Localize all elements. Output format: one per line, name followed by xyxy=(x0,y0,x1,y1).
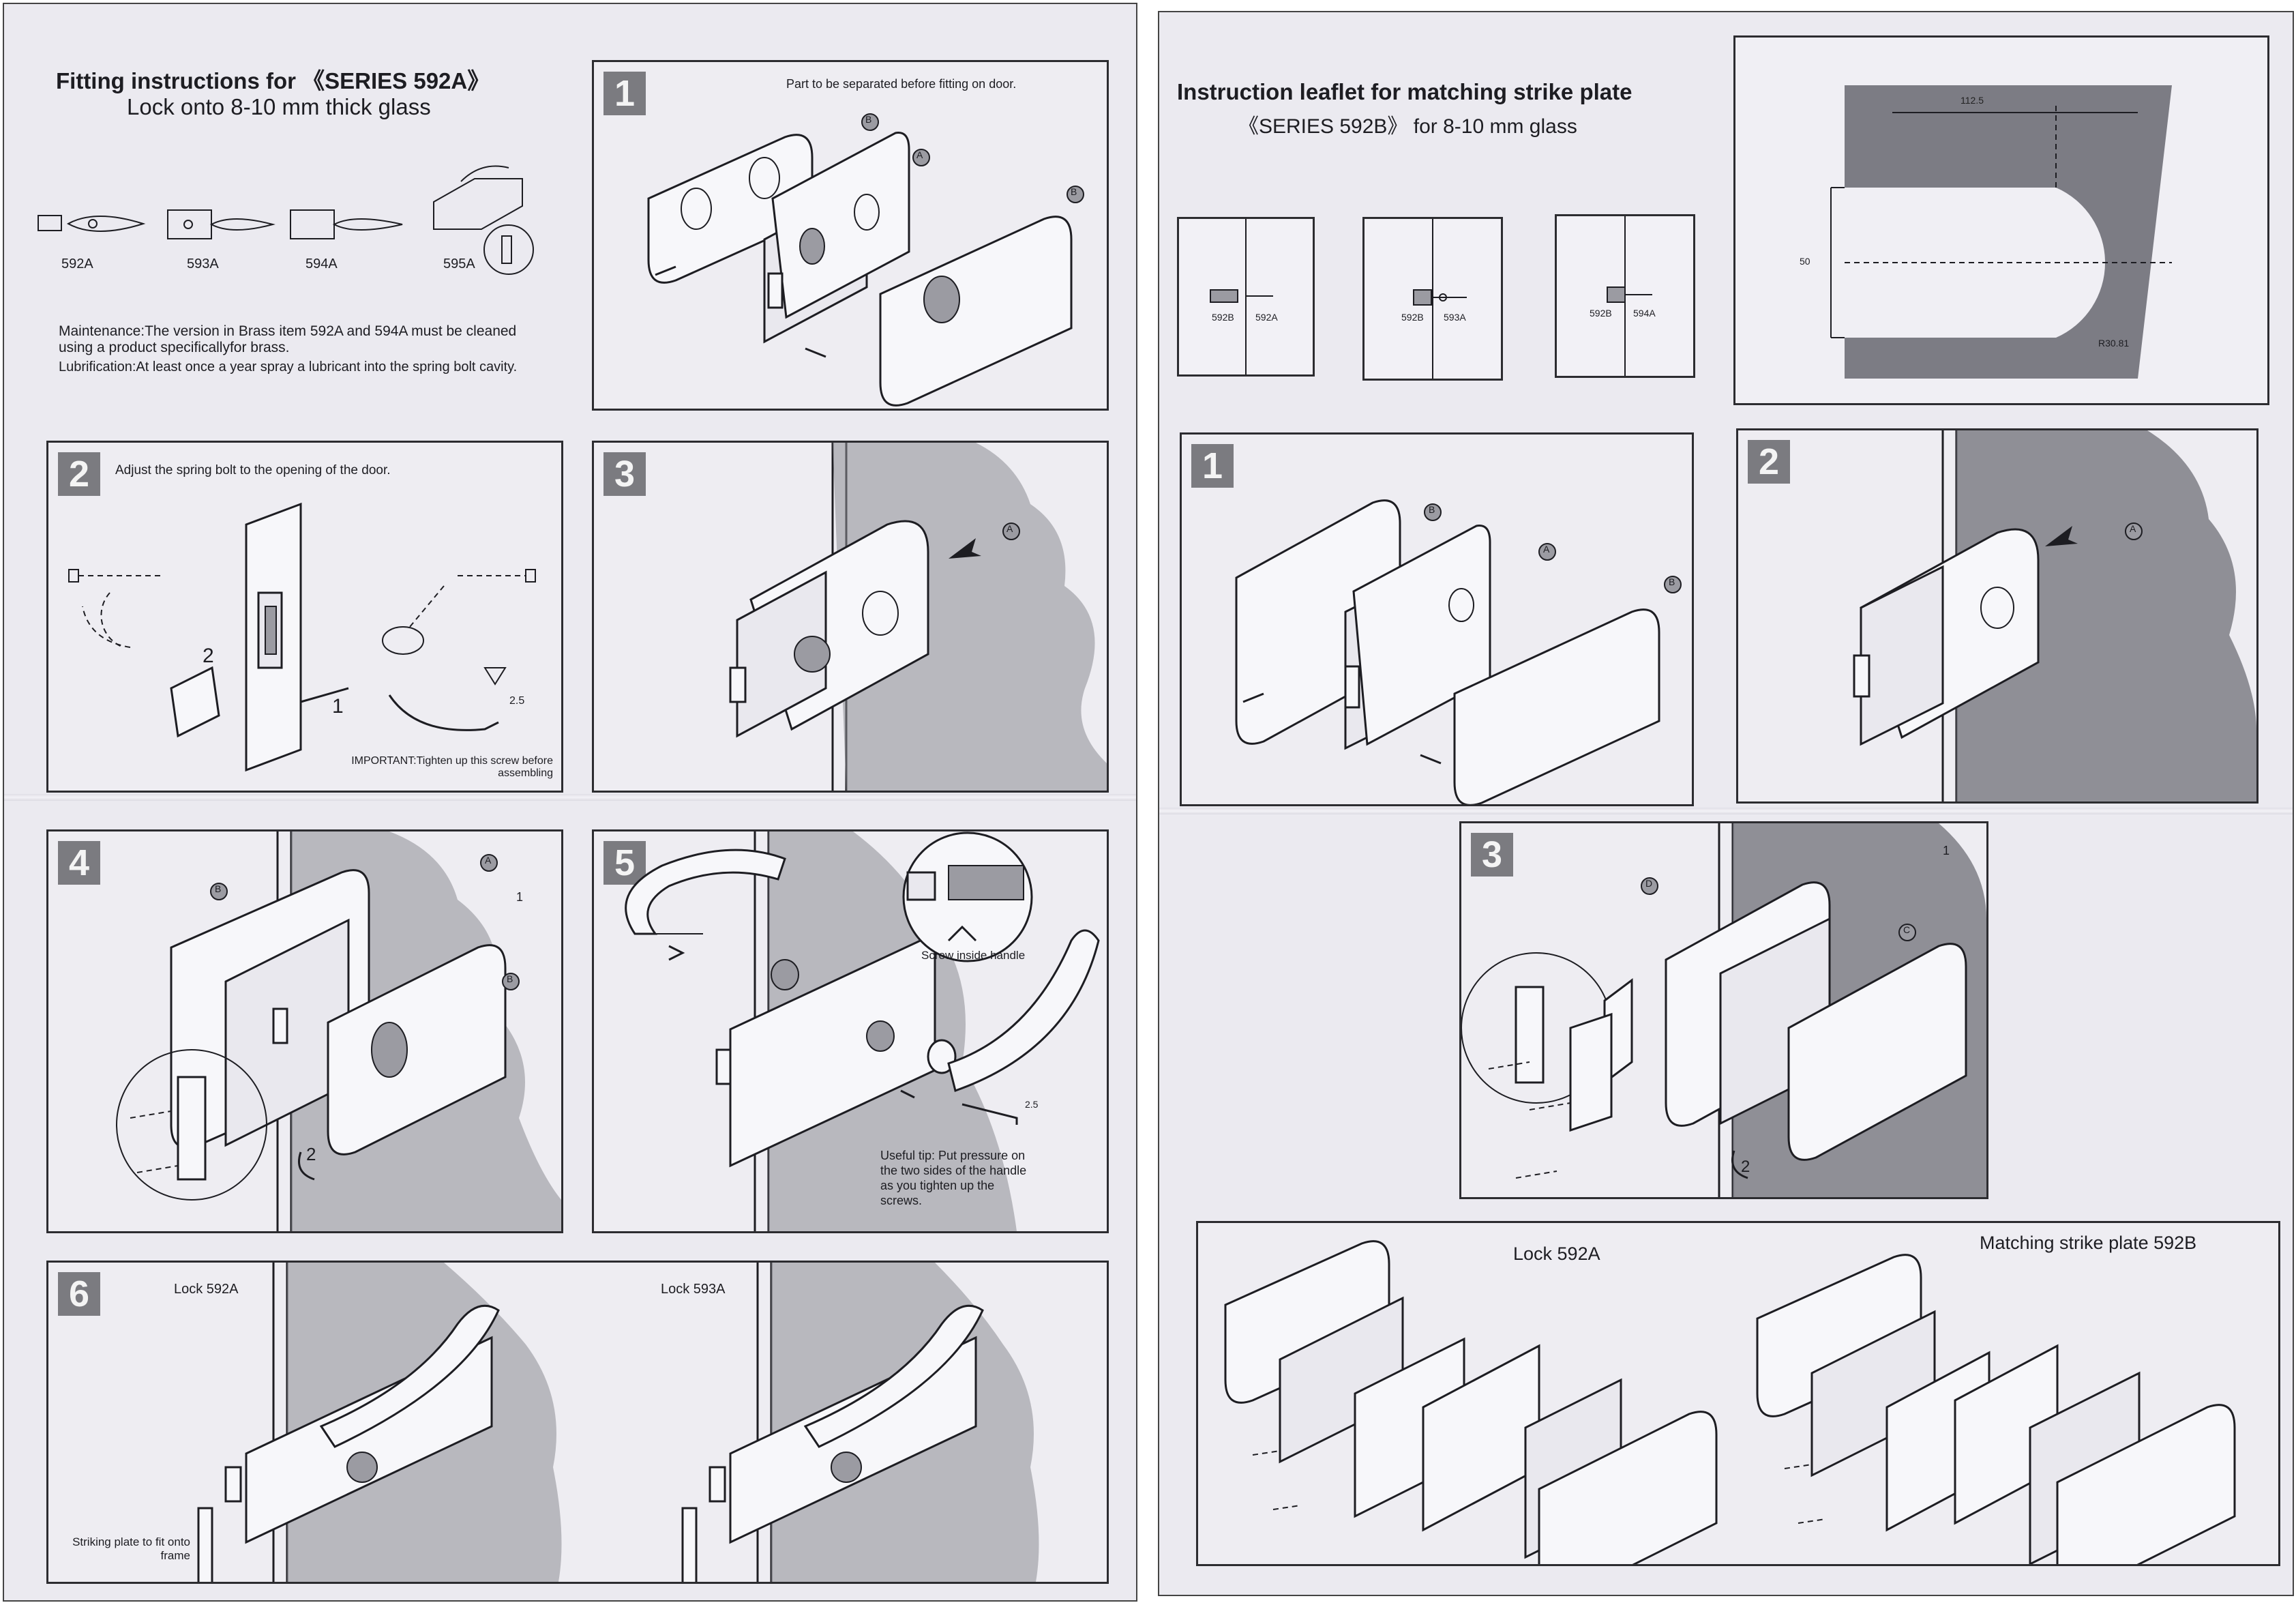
right-step-2-label-a: A xyxy=(2130,523,2136,534)
step-number: 5 xyxy=(603,841,646,885)
step-6-lock-592A: Lock 592A xyxy=(174,1282,239,1297)
right-step-1-label-b: B xyxy=(1429,504,1435,515)
right-instruction-sheet: Instruction leaflet for matching strike … xyxy=(1158,11,2294,1596)
right-subtitle: 《SERIES 592B》 for 8-10 mm glass xyxy=(1238,115,1577,138)
dim-side: 50 xyxy=(1800,256,1810,267)
step-4-number-2: 2 xyxy=(306,1144,316,1164)
right-step-1-label-b2: B xyxy=(1669,576,1675,587)
right-step-3-panel: 3 D C 1 2 xyxy=(1459,821,1988,1199)
variant-595A-icon xyxy=(433,165,534,275)
step-2-illustration xyxy=(68,502,536,772)
step-6-illustration xyxy=(197,1263,1039,1582)
step-2-important: IMPORTANT:Tighten up this screw before a… xyxy=(351,755,553,779)
right-step-3-illustration xyxy=(1461,823,1986,1197)
right-step-1-panel: 1 B A B xyxy=(1180,432,1694,806)
step-2-number-2: 2 xyxy=(203,645,214,667)
pair-label-592B: 592B xyxy=(1212,312,1234,323)
step-2-caption: Adjust the spring bolt to the opening of… xyxy=(115,463,391,477)
dim-radius: R30.81 xyxy=(2098,338,2130,349)
left-title: Fitting instructions for 《SERIES 592A》 xyxy=(56,68,490,93)
step-2-panel: 2 Adjust the spring bolt to the opening … xyxy=(46,441,563,793)
step-number: 2 xyxy=(58,452,100,496)
right-step-3-label-d: D xyxy=(1645,878,1653,889)
maintenance-note: Maintenance:The version in Brass item 59… xyxy=(59,323,517,355)
step-1-label-a: A xyxy=(916,149,923,160)
step-2-number-1: 1 xyxy=(332,695,344,718)
dim-top: 112.5 xyxy=(1960,95,1984,106)
right-step-2-illustration xyxy=(1853,430,2256,801)
pair-label-592B: 592B xyxy=(1401,312,1424,323)
step-5-illustration xyxy=(625,831,1100,1231)
pair-box-593A: 592B 593A xyxy=(1362,217,1503,381)
right-step-3-number-1: 1 xyxy=(1943,844,1950,857)
step-4-label-b: B xyxy=(215,883,222,894)
step-number: 6 xyxy=(58,1272,100,1316)
pair-label-593A: 593A xyxy=(1444,312,1466,323)
variant-592A-icon xyxy=(38,215,146,232)
cutout-drawing xyxy=(1830,85,2172,379)
pair-box-594A: 592B 594A xyxy=(1555,214,1695,378)
step-4-panel: 4 B A B 1 2 xyxy=(46,829,563,1233)
step-number: 2 xyxy=(1748,440,1790,484)
step-5-screw-caption: Screw inside handle xyxy=(921,949,1026,962)
pair-label-592B: 592B xyxy=(1590,308,1612,319)
variant-label-593A: 593A xyxy=(187,256,219,271)
step-number: 3 xyxy=(603,452,646,496)
pair-label-594A: 594A xyxy=(1633,308,1656,319)
step-3-panel: 3 A xyxy=(592,441,1109,793)
exploded-views-panel: Lock 592A Matching strike plate 592B xyxy=(1196,1221,2280,1566)
step-number: 1 xyxy=(1191,444,1234,488)
step-number: 4 xyxy=(58,841,100,885)
right-title: Instruction leaflet for matching strike … xyxy=(1177,79,1632,104)
paper-fold xyxy=(4,794,1136,801)
step-2-size: 2.5 xyxy=(509,695,525,707)
right-step-3-number-2: 2 xyxy=(1741,1158,1750,1176)
step-5-size: 2.5 xyxy=(1025,1099,1039,1110)
step-4-illustration xyxy=(116,831,561,1231)
variant-label-592A: 592A xyxy=(61,256,93,271)
right-step-3-label-c: C xyxy=(1903,924,1911,935)
variant-594A-icon xyxy=(290,209,403,239)
exploded-strike-label: Matching strike plate 592B xyxy=(1980,1233,2197,1253)
variant-593A-icon xyxy=(167,209,275,239)
step-5-panel: 5 Screw inside handle 2.5 Useful tip: Pu… xyxy=(592,829,1109,1233)
paper-fold xyxy=(1159,808,2293,814)
step-6-panel: 6 Lock 592A Lock 593A Striking plate to … xyxy=(46,1261,1109,1584)
step-6-lock-593A: Lock 593A xyxy=(661,1282,726,1297)
step-6-striking-note: Striking plate to fit onto frame xyxy=(72,1535,190,1562)
step-1-panel: 1 Part to be separated before fitting on… xyxy=(592,60,1109,411)
step-1-caption: Part to be separated before fitting on d… xyxy=(786,77,1017,91)
step-3-label-a: A xyxy=(1007,523,1013,534)
step-number: 1 xyxy=(603,72,646,115)
lubrication-note: Lubrification:At least once a year spray… xyxy=(59,359,518,374)
step-4-number-1: 1 xyxy=(516,890,524,904)
left-instruction-sheet: Fitting instructions for 《SERIES 592A》 L… xyxy=(3,3,1137,1602)
pair-box-592A: 592B 592A xyxy=(1177,217,1315,377)
left-subtitle: Lock onto 8-10 mm thick glass xyxy=(127,94,431,119)
step-number: 3 xyxy=(1471,833,1513,877)
exploded-views-illustration xyxy=(1224,1240,2236,1564)
variant-label-594A: 594A xyxy=(305,256,338,271)
step-1-label-b2: B xyxy=(1071,186,1077,197)
step-5-tip: Useful tip: Put pressure on the two side… xyxy=(880,1149,1027,1207)
right-step-2-panel: 2 A xyxy=(1736,428,2258,804)
right-step-1-illustration xyxy=(1235,499,1682,804)
variant-label-595A: 595A xyxy=(443,256,475,271)
step-4-label-a: A xyxy=(485,855,492,866)
step-3-illustration xyxy=(729,443,1107,791)
step-4-label-b2: B xyxy=(507,973,513,984)
pair-label-592A: 592A xyxy=(1255,312,1278,323)
right-step-1-label-a: A xyxy=(1543,544,1550,555)
exploded-lock-label: Lock 592A xyxy=(1513,1243,1600,1264)
glass-cutout-template: 112.5 50 R30.81 xyxy=(1733,35,2269,405)
step-1-illustration xyxy=(647,113,1084,407)
step-1-label-b: B xyxy=(865,114,872,125)
variants-illustration xyxy=(38,165,534,275)
